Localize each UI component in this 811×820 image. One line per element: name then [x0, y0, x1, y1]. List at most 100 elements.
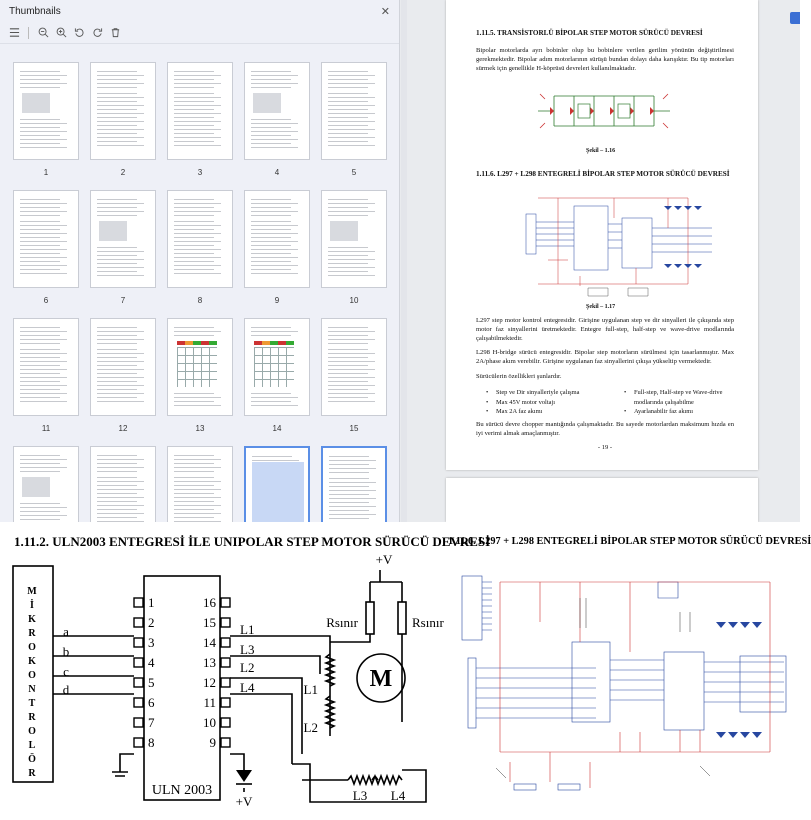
- thumb-text-line: [329, 514, 376, 515]
- thumb-text-line: [97, 517, 137, 518]
- side-panel-toggle-icon[interactable]: [790, 12, 800, 24]
- thumb-text-line: [20, 327, 60, 328]
- thumb-text-line: [328, 247, 368, 248]
- thumbnail-page[interactable]: 1: [13, 62, 79, 177]
- thumb-text-line: [251, 83, 298, 84]
- thumb-text-line: [97, 137, 144, 138]
- motor-label: M: [370, 666, 393, 692]
- thumb-text-line: [20, 79, 60, 80]
- thumb-text-line: [252, 456, 292, 457]
- thumbnail-scrollbar[interactable]: [401, 0, 407, 522]
- menu-icon[interactable]: [6, 25, 22, 41]
- pin-number-right: 12: [203, 675, 216, 690]
- thumb-text-line: [97, 113, 144, 114]
- thumb-text-line: [329, 482, 376, 483]
- thumb-text-line: [20, 269, 60, 270]
- thumb-text-line: [174, 203, 221, 204]
- thumb-text-line: [328, 275, 375, 276]
- thumb-text-line: [328, 251, 375, 252]
- thumbnail-page[interactable]: 3: [167, 62, 233, 177]
- resistor-label: Rsınır: [326, 615, 358, 630]
- thumbnail-image: [244, 62, 310, 160]
- thumbnail-page[interactable]: 13: [167, 318, 233, 433]
- thumb-text-line: [97, 247, 137, 248]
- thumb-text-line: [20, 245, 60, 246]
- thumb-text-line: [20, 339, 67, 340]
- thumbnail-page[interactable]: 7: [90, 190, 156, 305]
- thumbnail-page-number: 11: [41, 424, 51, 433]
- controller-letter: O: [28, 642, 36, 653]
- thumb-text-line: [20, 343, 60, 344]
- supply-label: +V: [236, 794, 253, 809]
- thumb-text-line: [20, 503, 60, 504]
- thumb-text-line: [20, 463, 60, 464]
- thumb-text-line: [251, 143, 291, 144]
- thumbnail-image: [167, 62, 233, 160]
- thumbnail-page[interactable]: 8: [167, 190, 233, 305]
- thumb-text-line: [97, 129, 144, 130]
- thumb-text-line: [251, 253, 291, 254]
- thumbnail-page[interactable]: 15: [321, 318, 387, 433]
- thumb-text-line: [329, 460, 376, 461]
- thumbnail-page[interactable]: 4: [244, 62, 310, 177]
- thumbnail-page[interactable]: 9: [244, 190, 310, 305]
- chip-pin-right: [220, 597, 231, 608]
- thumb-text-line: [329, 464, 369, 465]
- thumb-text-line: [174, 463, 214, 464]
- pin-number-left: 4: [148, 655, 155, 670]
- thumb-text-line: [174, 459, 221, 460]
- input-label-a: a: [63, 624, 69, 639]
- thumbnail-page[interactable]: 2: [90, 62, 156, 177]
- thumbnail-image: [13, 62, 79, 160]
- thumbnail-page[interactable]: 5: [321, 62, 387, 177]
- rotate-right-icon[interactable]: [89, 25, 105, 41]
- thumb-text-line: [174, 71, 214, 72]
- thumb-text-line: [20, 361, 67, 362]
- thumb-text-line: [251, 237, 291, 238]
- thumb-text-line: [174, 521, 221, 522]
- chip-pin-right: [220, 737, 231, 748]
- thumb-text-line: [251, 131, 298, 132]
- thumb-text-line: [20, 147, 67, 148]
- thumb-text-line: [20, 397, 60, 398]
- thumb-text-line: [251, 273, 298, 274]
- coil-label: L2: [304, 720, 318, 735]
- thumbnail-page[interactable]: 12: [90, 318, 156, 433]
- rotate-left-icon[interactable]: [71, 25, 87, 41]
- thumb-text-line: [328, 381, 368, 382]
- thumb-text-line: [251, 79, 291, 80]
- thumb-text-line: [174, 509, 214, 510]
- coil-label: L3: [353, 788, 367, 803]
- toolbar-divider: [28, 26, 29, 39]
- thumb-text-line: [174, 121, 221, 122]
- thumb-text-line: [251, 405, 298, 406]
- thumbnail-image: [90, 62, 156, 160]
- thumb-text-line: [251, 147, 298, 148]
- controller-letter: N: [28, 684, 36, 695]
- zoom-out-icon[interactable]: [35, 25, 51, 41]
- input-label-b: b: [63, 644, 70, 659]
- controller-letter: R: [28, 628, 36, 639]
- delete-icon[interactable]: [107, 25, 123, 41]
- close-icon[interactable]: ✕: [380, 5, 390, 18]
- thumbnail-page[interactable]: 6: [13, 190, 79, 305]
- thumb-text-line: [174, 501, 214, 502]
- thumb-text-line: [328, 105, 375, 106]
- thumb-text-line: [97, 477, 137, 478]
- chip-pin-left: [133, 637, 144, 648]
- thumb-text-line: [251, 393, 291, 394]
- thumbnail-page[interactable]: 14: [244, 318, 310, 433]
- thumbnail-page[interactable]: 10: [321, 190, 387, 305]
- thumbnail-page[interactable]: 11: [13, 318, 79, 433]
- pin-number-right: 9: [210, 735, 217, 750]
- thumb-text-line: [20, 265, 67, 266]
- thumb-text-line: [97, 121, 144, 122]
- thumb-text-line: [174, 133, 214, 134]
- thumb-text-line: [97, 373, 137, 374]
- thumb-text-line: [174, 477, 214, 478]
- zoom-in-icon[interactable]: [53, 25, 69, 41]
- thumb-figure: [99, 221, 127, 241]
- thumb-text-line: [20, 135, 60, 136]
- thumb-text-line: [328, 145, 375, 146]
- thumb-text-line: [97, 259, 144, 260]
